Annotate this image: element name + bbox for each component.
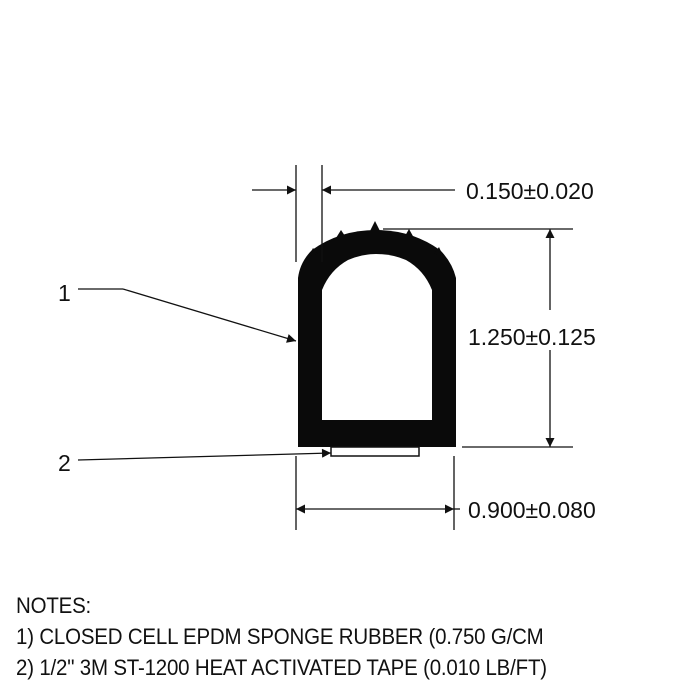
dimension-wall-thickness-label: 0.150±0.020: [466, 178, 594, 204]
notes-heading: NOTES:: [16, 593, 92, 618]
callout-2: [77, 448, 332, 461]
dimension-width: [295, 456, 460, 530]
dimension-wall-thickness: [252, 165, 455, 262]
note-item-1: 1) CLOSED CELL EPDM SPONGE RUBBER (0.750…: [16, 624, 544, 649]
callout-1-label: 1: [58, 280, 71, 306]
profile-bumps: [309, 221, 443, 256]
profile-inner-hollow: [322, 254, 432, 420]
notes-block: NOTES: 1) CLOSED CELL EPDM SPONGE RUBBER…: [16, 590, 547, 683]
callout-2-label: 2: [58, 450, 71, 476]
dimension-height-label: 1.250±0.125: [468, 324, 596, 350]
heat-activated-tape: [330, 446, 420, 457]
dimension-height: [383, 228, 573, 448]
rubber-profile: [298, 221, 456, 447]
dimension-width-label: 0.900±0.080: [468, 497, 596, 523]
note-item-2: 2) 1/2" 3M ST-1200 HEAT ACTIVATED TAPE (…: [16, 655, 547, 680]
callout-1: [78, 288, 297, 343]
